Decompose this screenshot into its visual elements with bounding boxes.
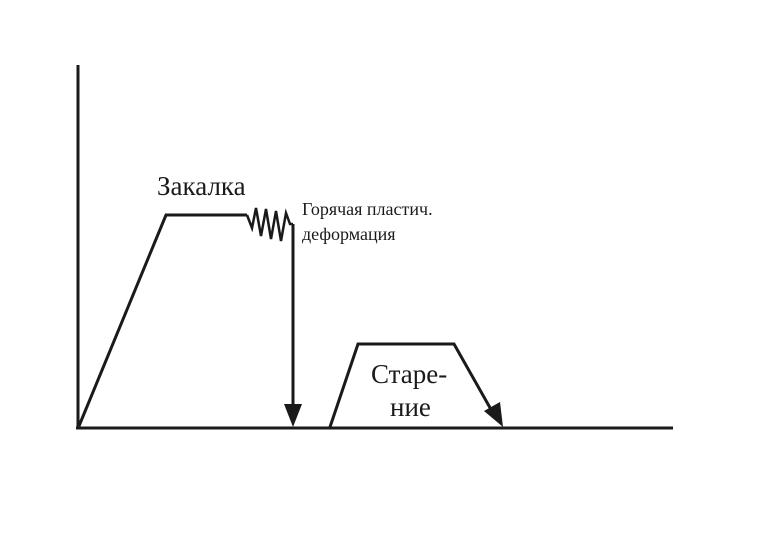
hot-deformation-label-line2: деформация: [302, 224, 396, 244]
quench-heating-ramp: [77, 213, 247, 427]
aging-label-line2: ние: [390, 392, 431, 422]
quench-label: Закалка: [157, 171, 246, 201]
hot-deformation-label-line1: Горячая пластич.: [302, 199, 433, 219]
aging-profile: [328, 342, 495, 428]
quench-cooling-arrowhead: [284, 404, 302, 427]
hot-deformation-zigzag: [245, 207, 293, 242]
aging-label-line1: Старе-: [371, 359, 447, 389]
aging-cooling-arrowhead: [484, 402, 503, 427]
